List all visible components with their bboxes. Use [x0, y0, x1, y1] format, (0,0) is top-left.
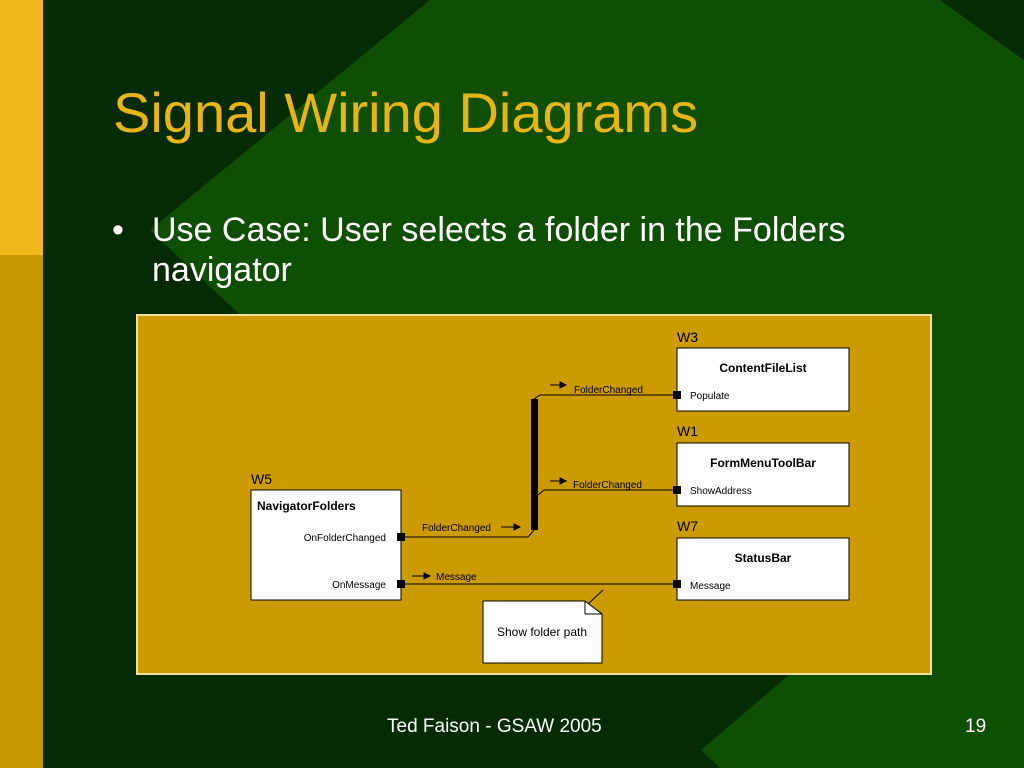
signal-label: FolderChanged	[574, 385, 643, 396]
wire-onfolderchanged-to-bus	[405, 529, 535, 538]
arrow-folderchanged-2	[559, 381, 568, 389]
window-label-w7: W7	[677, 518, 698, 534]
window-label-w1: W1	[677, 423, 698, 439]
port-handle-showaddress	[673, 486, 681, 494]
port-label-showaddress: ShowAddress	[690, 486, 752, 497]
wire-bus-to-showaddress	[537, 489, 673, 496]
note-text: Show folder path	[497, 625, 587, 639]
arrow-folderchanged-3	[559, 477, 568, 485]
port-handle-onfolderchanged	[397, 533, 405, 541]
signal-label: FolderChanged	[422, 523, 491, 534]
page-number: 19	[965, 716, 987, 737]
component-name: ContentFileList	[719, 361, 806, 375]
slide-title: Signal Wiring Diagrams	[113, 81, 699, 144]
component-box	[676, 347, 850, 412]
note-shape	[482, 600, 603, 664]
bullet-text: Use Case: User selects a folder in the F…	[152, 211, 846, 289]
footer-text: Ted Faison - GSAW 2005	[387, 716, 602, 737]
window-label-w3: W3	[677, 329, 698, 345]
port-label-onfolderchanged: OnFolderChanged	[304, 533, 386, 544]
component-box	[676, 442, 850, 507]
signal-label: FolderChanged	[573, 480, 642, 491]
component-box	[676, 537, 850, 601]
port-label-message: Message	[690, 581, 731, 592]
component-name: NavigatorFolders	[257, 499, 356, 513]
signal-bus-bar	[531, 399, 538, 530]
signal-label: Message	[436, 572, 477, 583]
note-connector	[587, 589, 604, 605]
signal-arrows	[412, 381, 568, 580]
component-formmenutoolbar[interactable]: FormMenuToolBar ShowAddress	[673, 442, 850, 507]
arrow-folderchanged-1	[513, 523, 522, 531]
port-label-populate: Populate	[690, 391, 730, 402]
port-handle-message	[673, 580, 681, 588]
component-name: FormMenuToolBar	[710, 456, 816, 470]
left-bar-top	[0, 0, 43, 255]
window-label-w5: W5	[251, 471, 272, 487]
component-statusbar[interactable]: StatusBar Message	[673, 537, 850, 601]
port-label-onmessage: OnMessage	[332, 580, 386, 591]
port-handle-onmessage	[397, 580, 405, 588]
component-name: StatusBar	[735, 551, 792, 565]
left-bar-bottom	[0, 255, 43, 768]
component-navigatorfolders[interactable]: NavigatorFolders OnFolderChanged OnMessa…	[250, 489, 405, 601]
annotation-note[interactable]: Show folder path	[482, 589, 604, 664]
background-notch	[590, 674, 790, 768]
arrow-message	[423, 572, 432, 580]
wire-bus-to-populate	[533, 394, 673, 400]
component-box	[250, 489, 402, 601]
port-handle-populate	[673, 391, 681, 399]
bullet-marker: •	[112, 211, 124, 249]
component-contentfilelist[interactable]: ContentFileList Populate	[673, 347, 850, 412]
background-corner	[940, 0, 1024, 60]
